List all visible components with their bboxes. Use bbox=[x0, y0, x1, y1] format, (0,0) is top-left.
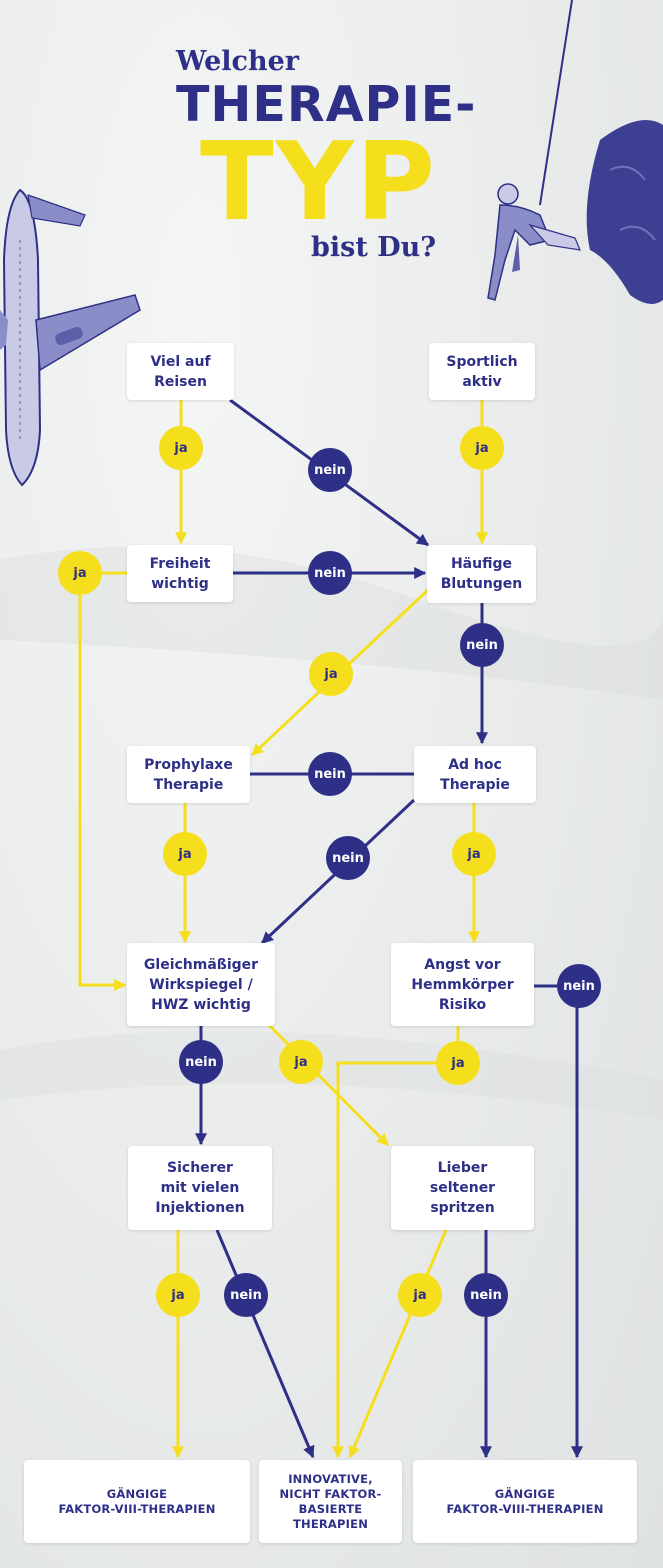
title-bist-du: bist Du? bbox=[311, 232, 437, 263]
badge-nein-sicherer: nein bbox=[224, 1273, 268, 1317]
title-welcher: Welcher bbox=[176, 46, 300, 77]
node-viel-auf-reisen: Viel auf Reisen bbox=[127, 343, 234, 400]
badge-ja-sicherer: ja bbox=[156, 1273, 200, 1317]
badge-nein-adhoc: nein bbox=[326, 836, 370, 880]
badge-ja-adhoc: ja bbox=[452, 832, 496, 876]
paper-texture bbox=[0, 546, 663, 1120]
badge-nein-blutungen: nein bbox=[460, 623, 504, 667]
angst-to-right bbox=[534, 984, 583, 1459]
title-typ: TYP bbox=[200, 120, 438, 245]
badge-ja-reisen: ja bbox=[159, 426, 203, 470]
freiheit-to-gleich bbox=[78, 571, 127, 991]
badge-ja-blutungen: ja bbox=[309, 652, 353, 696]
node-sportlich-aktiv: Sportlich aktiv bbox=[429, 343, 535, 400]
airplane-illustration bbox=[0, 188, 141, 487]
badge-ja-angst: ja bbox=[436, 1041, 480, 1085]
outcome-right: GÄNGIGE FAKTOR-VIII-THERAPIEN bbox=[413, 1460, 637, 1543]
node-haeufige-blutungen: Häufige Blutungen bbox=[427, 545, 536, 603]
badge-nein-angst: nein bbox=[557, 964, 601, 1008]
badge-nein-reisen: nein bbox=[308, 448, 352, 492]
node-freiheit-wichtig: Freiheit wichtig bbox=[127, 545, 233, 602]
node-prophylaxe-therapie: Prophylaxe Therapie bbox=[127, 746, 250, 803]
climber-illustration bbox=[487, 0, 663, 304]
node-sicherer-mit-injektionen: Sicherer mit vielen Injektionen bbox=[128, 1146, 272, 1230]
sicherer-to-middle bbox=[215, 1229, 315, 1459]
outcome-middle: INNOVATIVE, NICHT FAKTOR- BASIERTE THERA… bbox=[259, 1460, 402, 1543]
badge-ja-gleich: ja bbox=[279, 1040, 323, 1084]
outcome-left: GÄNGIGE FAKTOR-VIII-THERAPIEN bbox=[24, 1460, 250, 1543]
badge-nein-prophylaxe: nein bbox=[308, 752, 352, 796]
node-gleichmaessiger-wirkspiegel: Gleichmäßiger Wirkspiegel / HWZ wichtig bbox=[127, 943, 275, 1026]
title-therapie: THERAPIE- bbox=[176, 76, 477, 133]
node-angst-vor-hemmkoerper: Angst vor Hemmkörper Risiko bbox=[391, 943, 534, 1026]
badge-nein-gleich: nein bbox=[179, 1040, 223, 1084]
badge-nein-lieber: nein bbox=[464, 1273, 508, 1317]
lieber-to-middle bbox=[348, 1229, 448, 1459]
node-lieber-seltener-spritzen: Lieber seltener spritzen bbox=[391, 1146, 534, 1230]
badge-nein-freiheit: nein bbox=[308, 551, 352, 595]
badge-ja-freiheit: ja bbox=[58, 551, 102, 595]
badge-ja-sport: ja bbox=[460, 426, 504, 470]
badge-ja-prophylaxe: ja bbox=[163, 832, 207, 876]
node-ad-hoc-therapie: Ad hoc Therapie bbox=[414, 746, 536, 803]
badge-ja-lieber: ja bbox=[398, 1273, 442, 1317]
